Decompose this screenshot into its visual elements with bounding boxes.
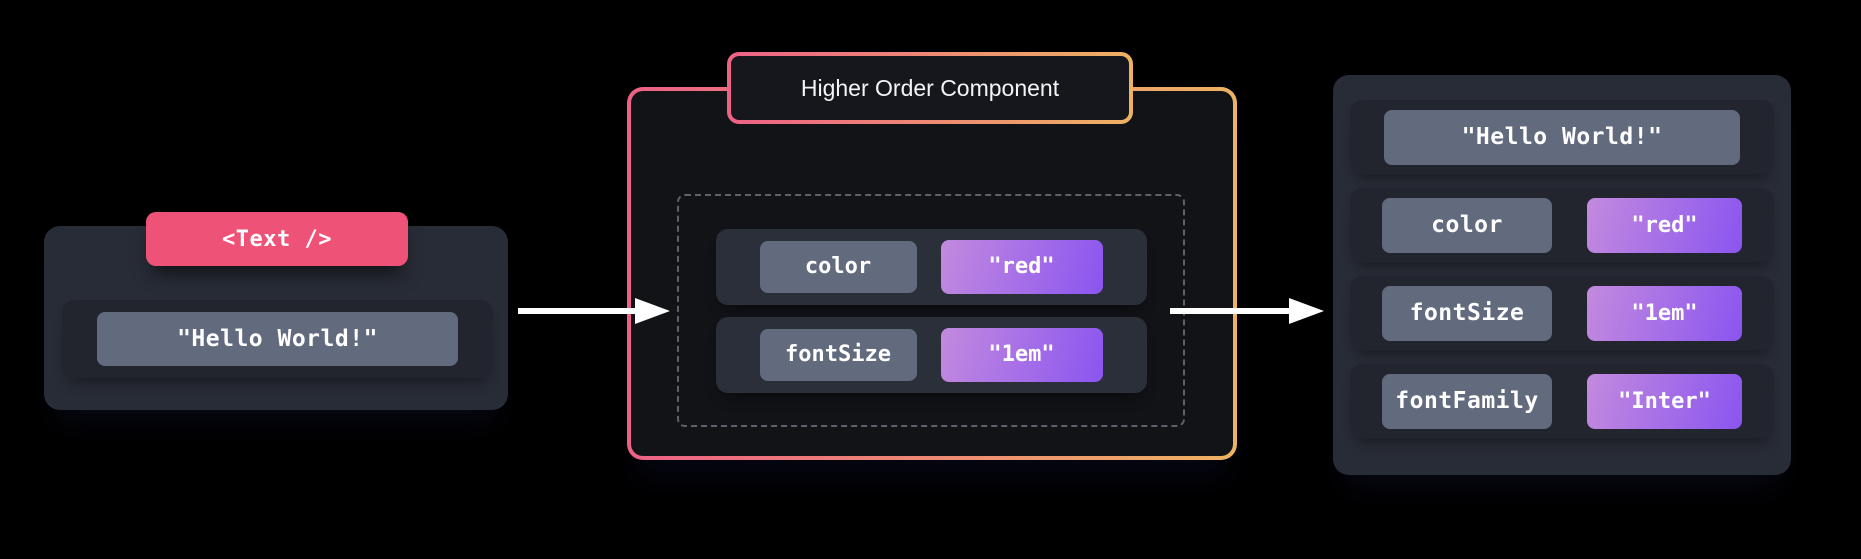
prop-row: color "red" <box>1350 188 1774 262</box>
prop-value: "1em" <box>940 327 1103 382</box>
prop-value: "1em" <box>1587 285 1742 341</box>
text-component-pill: <Text /> <box>146 212 408 266</box>
prop-key: fontSize <box>1382 285 1552 341</box>
prop-row: fontSize "1em" <box>1350 276 1774 350</box>
prop-key: fontFamily <box>1382 373 1552 429</box>
prop-key: fontSize <box>759 328 917 381</box>
output-card: "Hello World!" color "red" fontSize "1em… <box>1333 75 1791 475</box>
output-children-value: "Hello World!" <box>1384 109 1740 165</box>
prop-row: fontSize "1em" <box>715 316 1147 393</box>
input-children-value: "Hello World!" <box>97 312 458 366</box>
hoc-injected-props-zone: color "red" fontSize "1em" <box>677 194 1185 427</box>
hoc-title: Higher Order Component <box>727 52 1133 124</box>
input-children-panel: "Hello World!" <box>62 300 493 378</box>
prop-key: color <box>759 240 917 293</box>
arrow-right-icon <box>518 298 670 324</box>
arrow-right-icon <box>1170 298 1324 324</box>
output-children-row: "Hello World!" <box>1350 100 1774 174</box>
prop-row: color "red" <box>715 228 1147 305</box>
prop-value: "red" <box>1587 197 1742 253</box>
prop-value: "Inter" <box>1587 373 1742 429</box>
prop-value: "red" <box>940 239 1103 294</box>
hoc-card: color "red" fontSize "1em" <box>627 87 1237 460</box>
prop-row: fontFamily "Inter" <box>1350 364 1774 438</box>
prop-key: color <box>1382 197 1552 253</box>
